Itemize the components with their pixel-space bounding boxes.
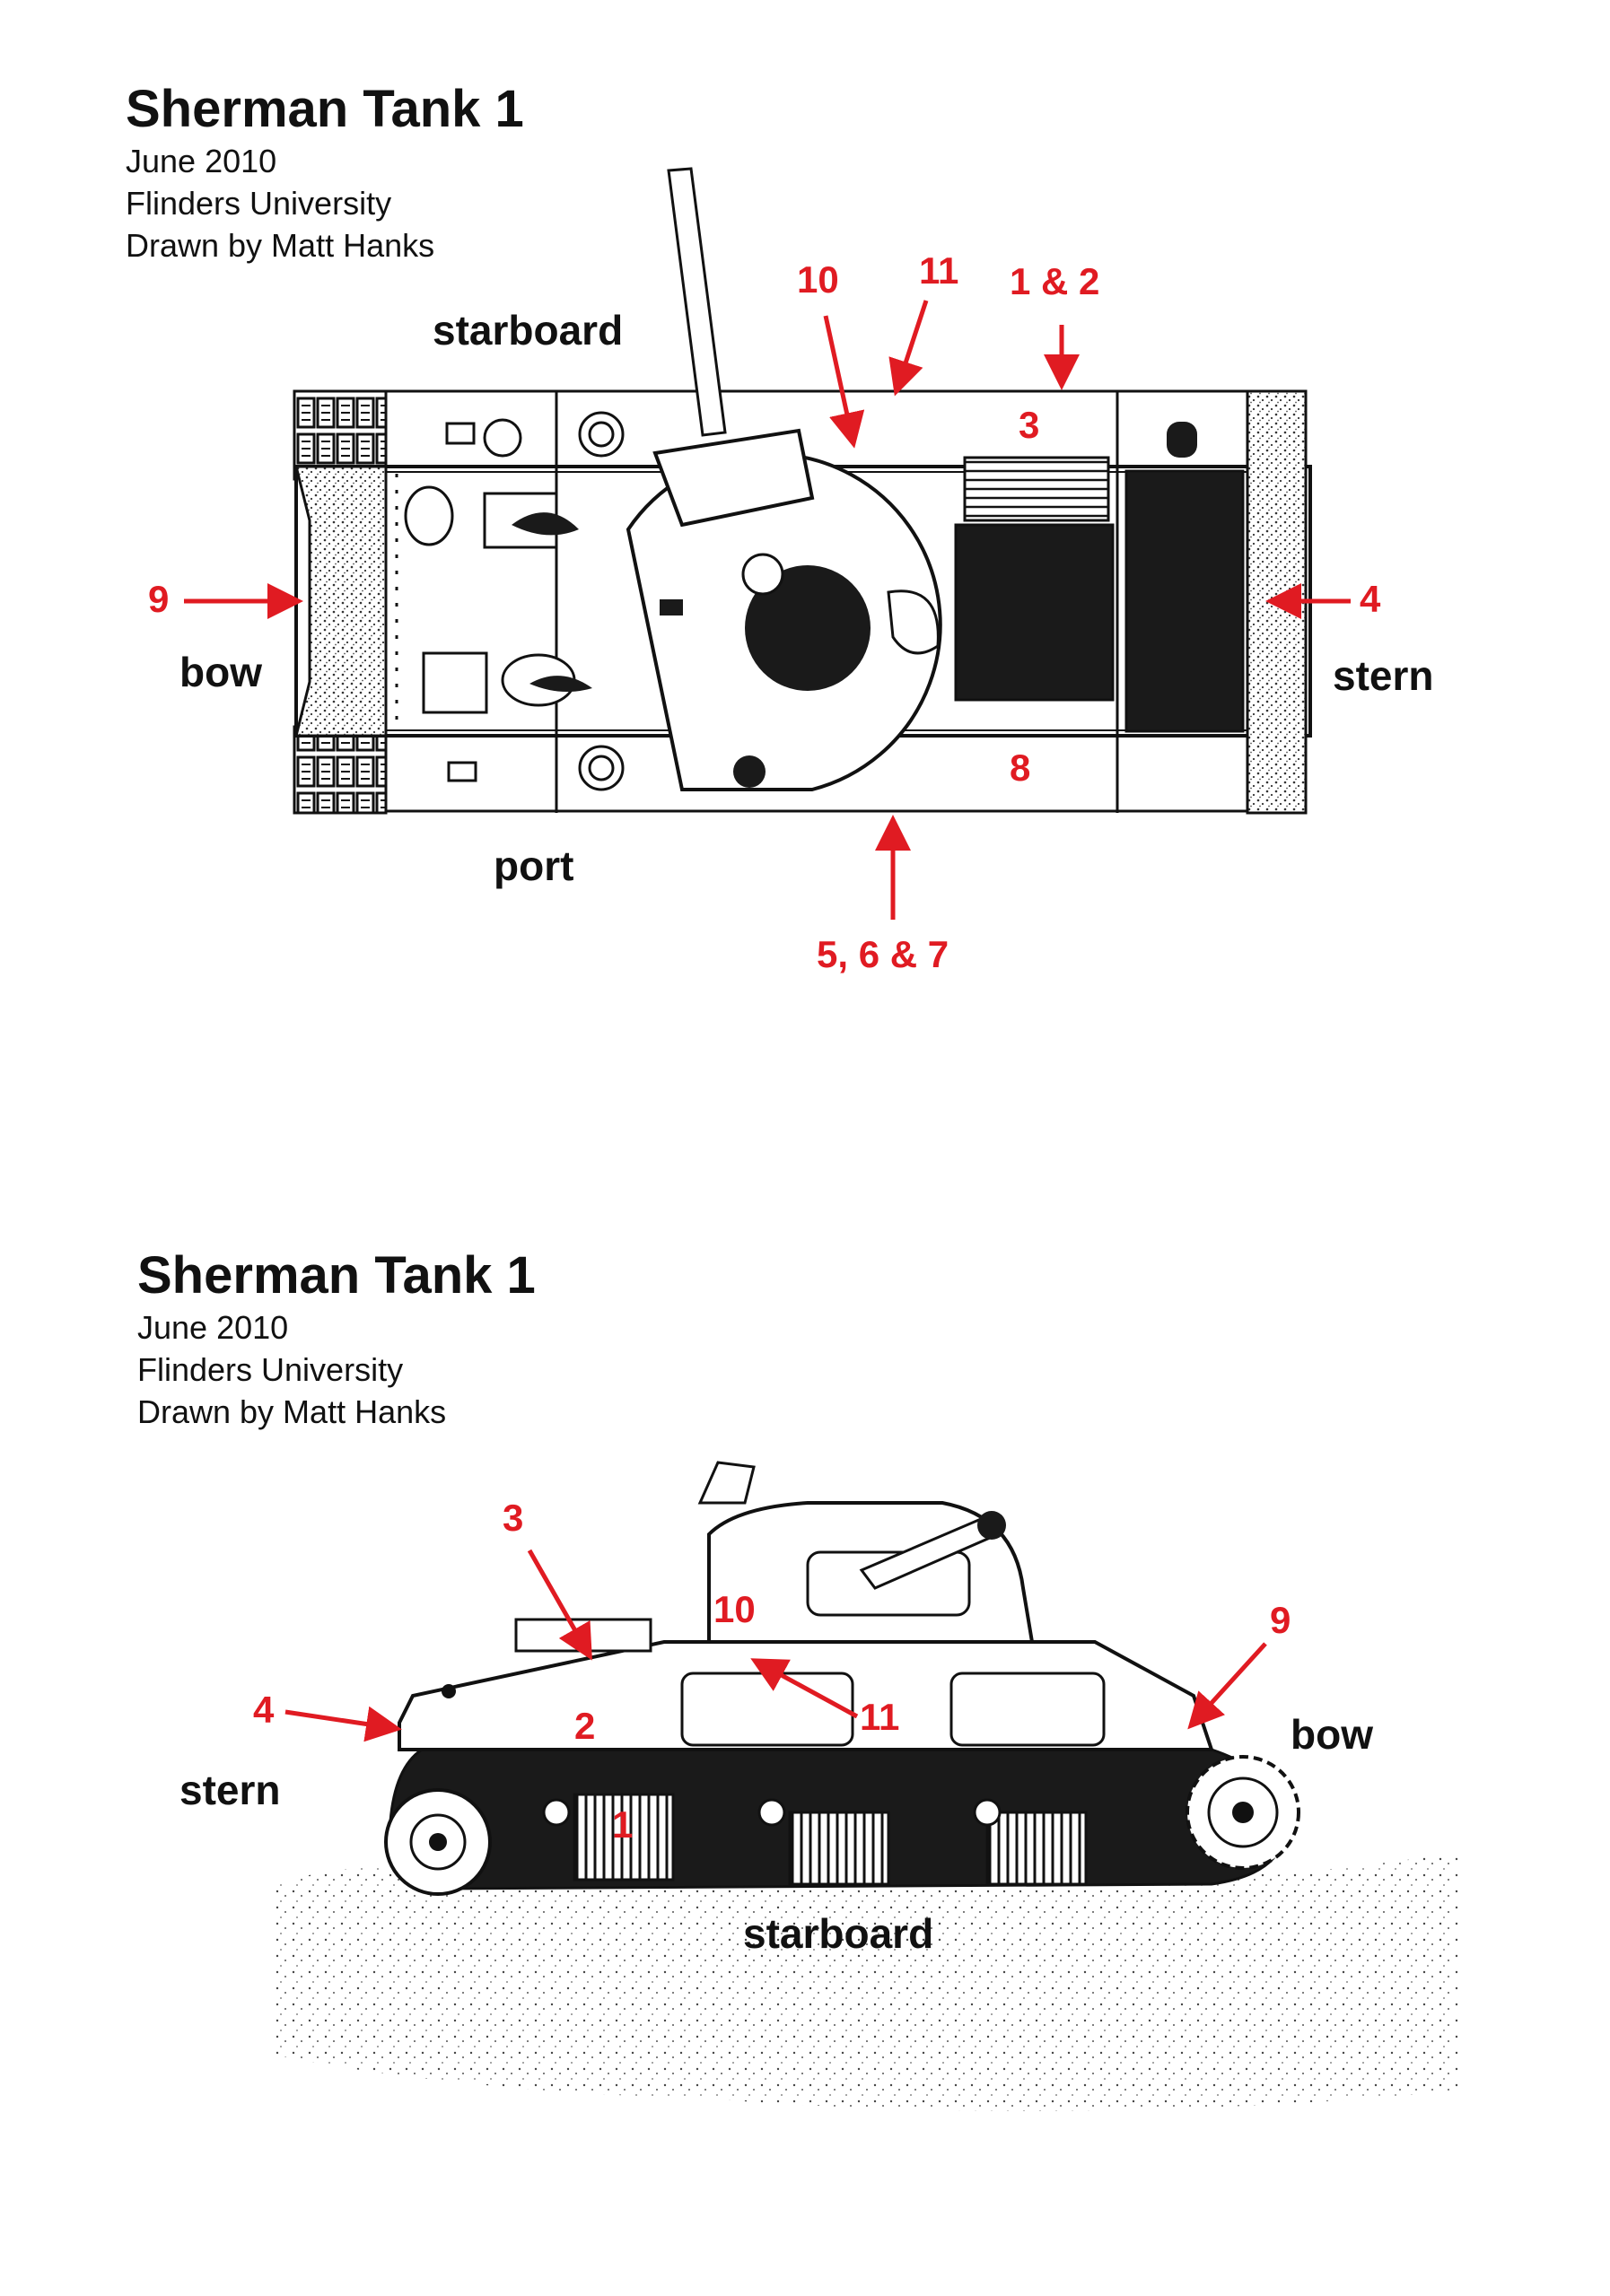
side-marker-11: 11 [860,1696,900,1738]
side-view-diagram: Sherman Tank 1 June 2010 Flinders Univer… [0,1193,1610,2296]
side-view-credit: Drawn by Matt Hanks [137,1393,447,1430]
side-marker-4: 4 [253,1689,275,1731]
side-stern-label: stern [179,1767,281,1813]
turret [626,451,942,791]
top-marker-8: 8 [1010,746,1031,789]
side-marker-10: 10 [713,1588,756,1630]
side-starboard-label: starboard [743,1910,934,1957]
top-marker-4: 4 [1360,578,1381,620]
main-gun [652,167,815,528]
top-marker-5-6-7: 5, 6 & 7 [817,933,949,975]
top-view-credit: Drawn by Matt Hanks [126,227,435,264]
front-drive-sprocket [1186,1755,1300,1870]
top-marker-11: 11 [919,249,959,292]
top-view-arrows [184,300,1351,920]
side-bow-label: bow [1291,1711,1373,1758]
driver-hatch-port [422,651,592,714]
side-view-date: June 2010 [137,1309,289,1346]
top-view-institution: Flinders University [126,185,392,222]
side-marker-3: 3 [503,1497,524,1539]
driver-hatch-starboard [404,485,579,549]
top-marker-1-2: 1 & 2 [1010,260,1100,302]
suspension-bogies [542,1793,1088,1886]
engine-deck-hatch [954,523,1115,702]
top-view-date: June 2010 [126,143,277,179]
top-marker-10: 10 [797,258,839,301]
top-starboard-label: starboard [433,307,624,354]
side-marker-1: 1 [612,1803,634,1846]
starboard-track [293,389,1285,481]
rear-idler-wheel [384,1788,492,1896]
top-view-title-block: Sherman Tank 1 June 2010 Flinders Univer… [126,79,524,266]
top-port-label: port [494,842,574,889]
rear-engine-hatch [1124,469,1245,733]
top-marker-3: 3 [1019,404,1040,446]
side-turret [697,1461,1035,1644]
side-view-title-block: Sherman Tank 1 June 2010 Flinders Univer… [137,1245,536,1433]
bow-glacis [294,465,388,738]
side-view-title: Sherman Tank 1 [137,1246,536,1305]
side-marker-2: 2 [574,1705,596,1747]
engine-deck-grille [963,456,1110,522]
seabed-sand [274,1853,1458,2111]
top-stern-label: stern [1333,652,1434,699]
side-view-institution: Flinders University [137,1351,404,1388]
tank-side-view-drawing [274,1461,1458,2111]
top-marker-9: 9 [148,578,170,620]
top-bow-label: bow [179,649,262,695]
top-view-title: Sherman Tank 1 [126,80,524,138]
top-view-diagram: Sherman Tank 1 June 2010 Flinders Univer… [0,0,1610,1104]
tank-top-view-drawing [184,167,1351,920]
side-view-arrows [284,1549,1267,1742]
side-marker-9: 9 [1270,1599,1291,1641]
